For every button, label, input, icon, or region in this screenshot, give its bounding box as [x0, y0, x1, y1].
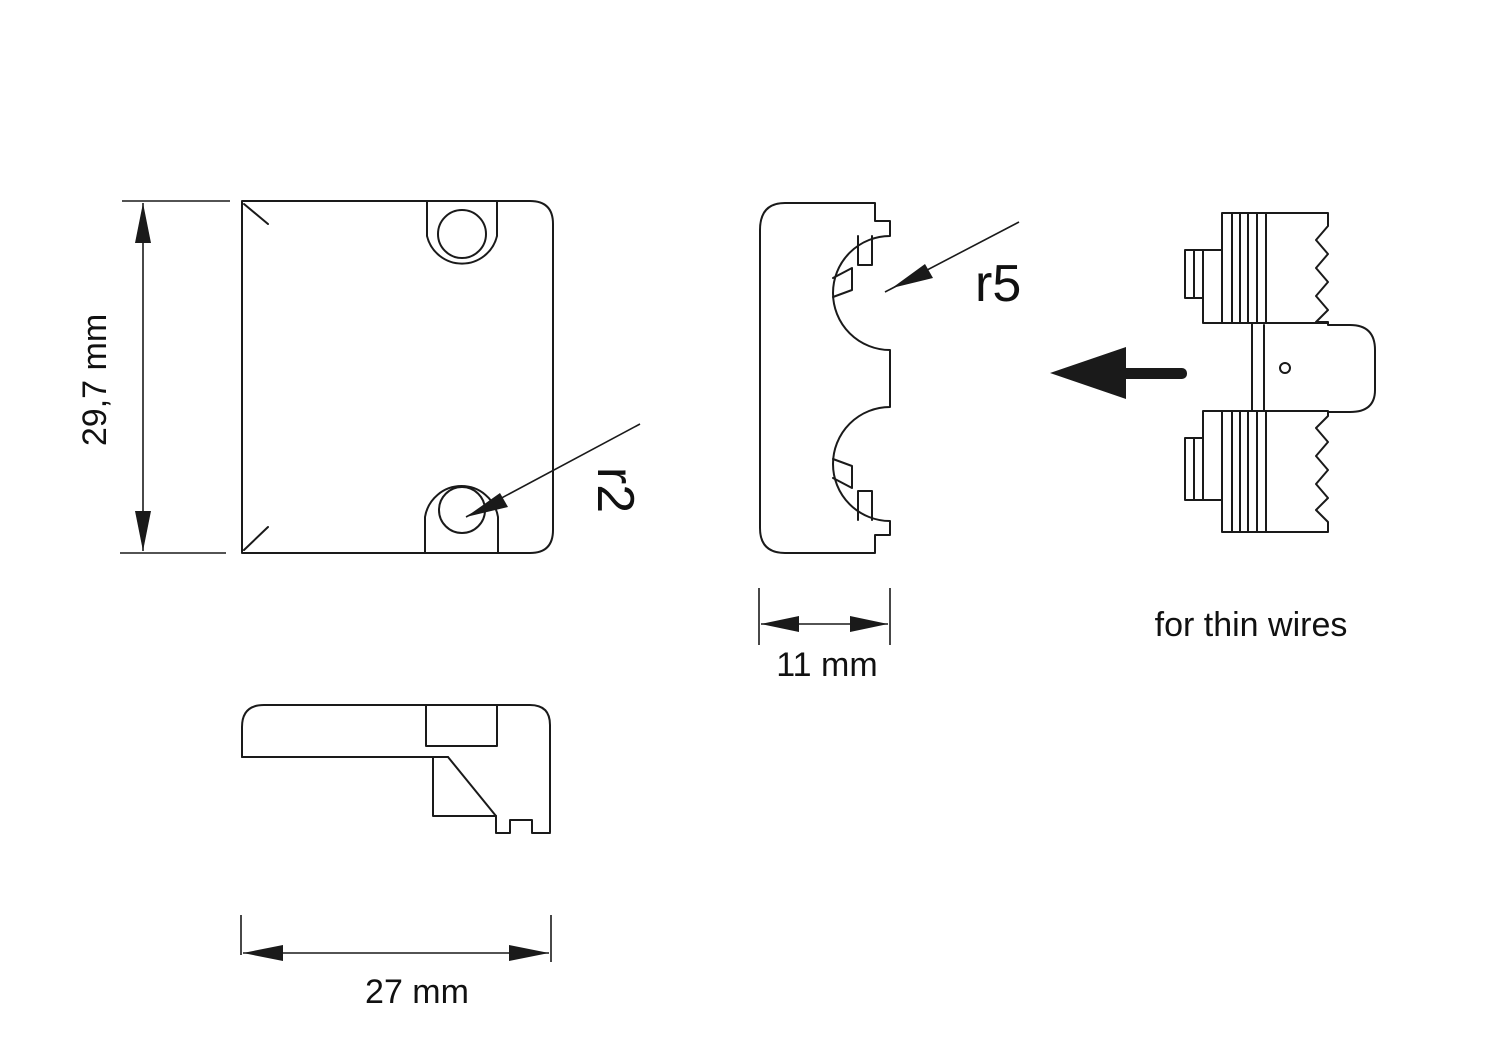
side-view: [759, 202, 891, 554]
groove-radius-leader: r5: [884, 221, 1021, 313]
height-dimension: 29,7 mm: [76, 200, 230, 554]
groove-radius-label: r5: [975, 255, 1021, 313]
contact-pin: [1279, 362, 1291, 374]
upper-hole: [437, 209, 487, 259]
hole-radius-leader: r2: [465, 423, 644, 518]
insertion-arrow: [1050, 347, 1187, 399]
top-view: [241, 704, 551, 834]
front-view: [241, 200, 554, 554]
connector-view: [1184, 212, 1376, 533]
width-label: 27 mm: [365, 973, 469, 1011]
connector-note: for thin wires: [1155, 606, 1348, 644]
depth-label: 11 mm: [776, 646, 877, 684]
depth-dimension: 11 mm: [758, 588, 891, 684]
width-dimension: 27 mm: [240, 915, 552, 1011]
hole-radius-label: r2: [586, 467, 644, 513]
height-label: 29,7 mm: [76, 314, 114, 446]
